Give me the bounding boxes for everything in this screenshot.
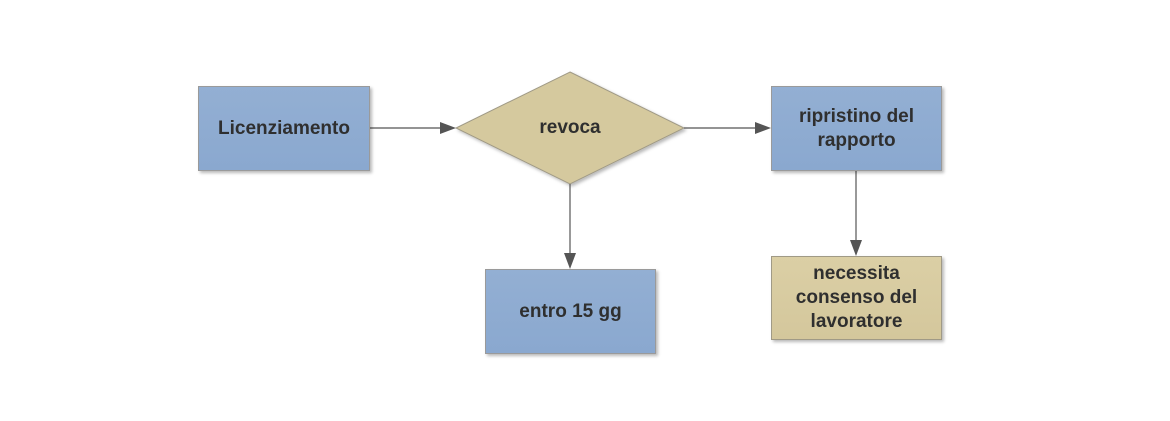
node-ripristino-line-2: rapporto xyxy=(817,129,896,151)
arrowhead-icon xyxy=(440,122,456,134)
connector-licenziamento-revoca xyxy=(370,122,456,134)
node-ripristino-text: ripristino del rapporto xyxy=(799,105,914,153)
node-entro-15-gg: entro 15 gg xyxy=(485,269,656,354)
node-ripristino-line-1: ripristino del xyxy=(798,105,915,127)
connector-ripristino-necessita xyxy=(850,171,862,256)
node-necessita-line-3: lavoratore xyxy=(810,311,903,332)
connector-revoca-ripristino xyxy=(684,122,771,134)
arrowhead-icon xyxy=(564,253,576,269)
arrowhead-icon xyxy=(850,240,862,256)
arrowhead-icon xyxy=(755,122,771,134)
node-licenziamento: Licenziamento xyxy=(198,86,370,171)
node-ripristino-del-rapporto: ripristino del rapporto xyxy=(771,86,942,171)
node-revoca-label: revoca xyxy=(539,117,601,138)
node-licenziamento-label: Licenziamento xyxy=(218,117,350,139)
connector-revoca-entro xyxy=(564,184,576,269)
node-necessita-line-2: consenso del xyxy=(795,287,918,308)
node-necessita-line-1: necessita xyxy=(813,263,900,284)
node-necessita-consenso: necessita consenso del lavoratore xyxy=(771,256,942,340)
node-entro-label: entro 15 gg xyxy=(519,300,622,322)
node-necessita-text: necessita consenso del lavoratore xyxy=(796,262,917,334)
